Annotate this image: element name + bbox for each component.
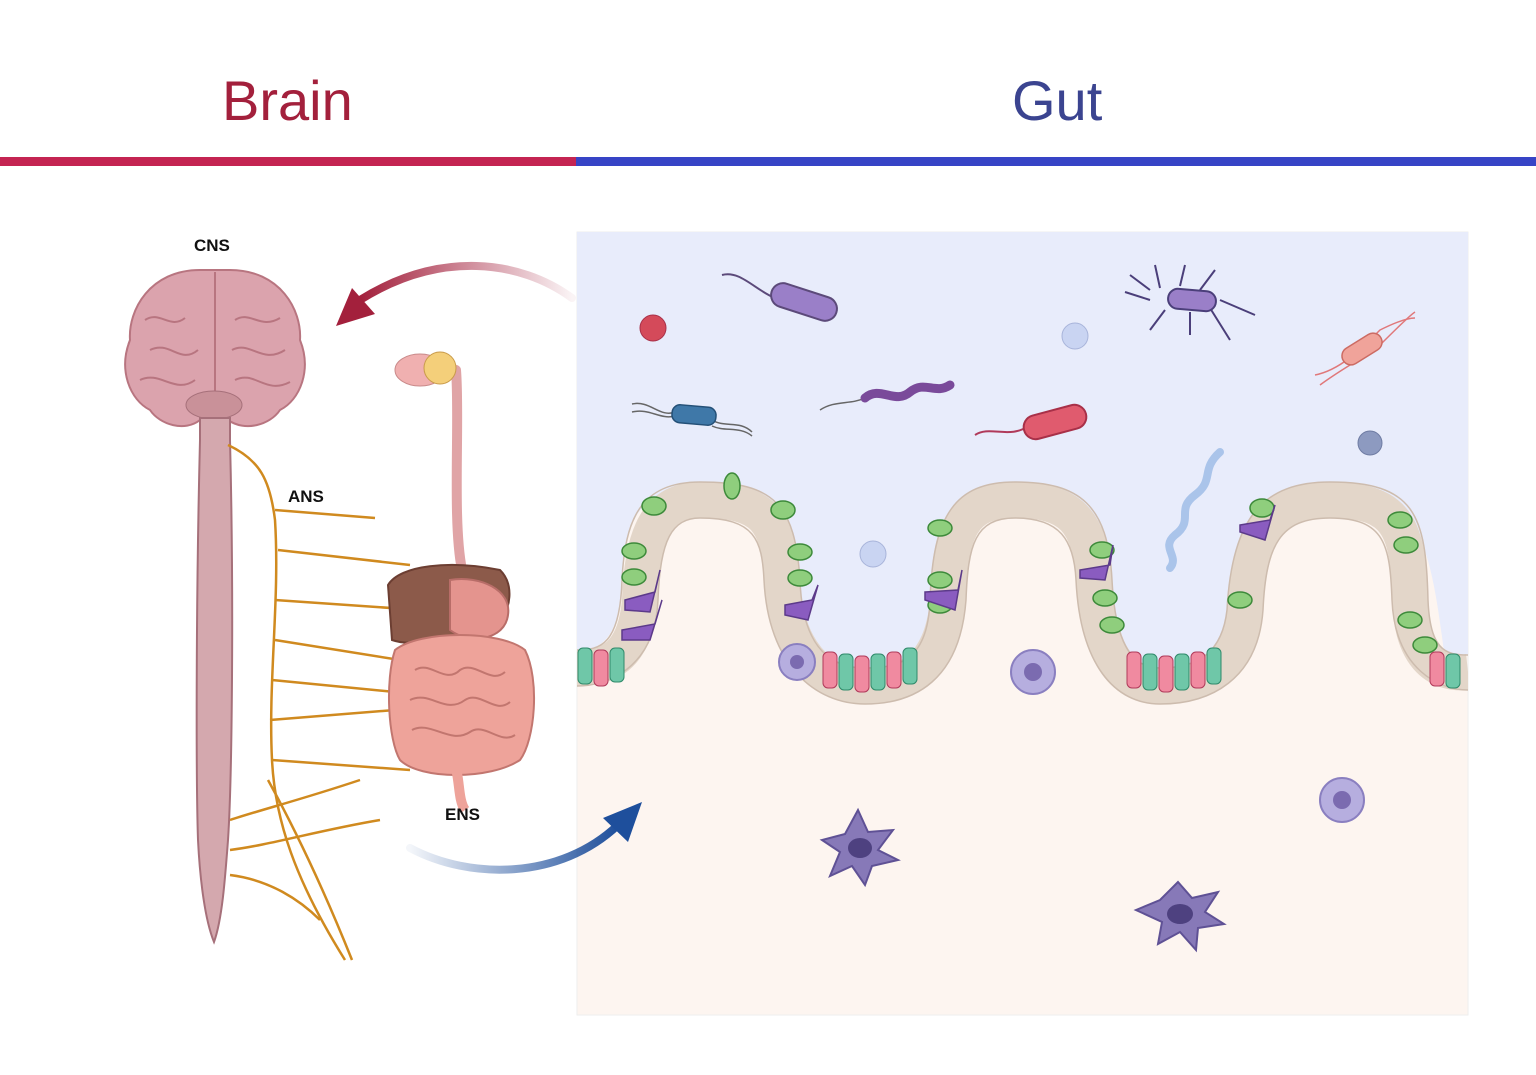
immune-cells <box>778 643 1365 953</box>
immune-cell-round-3 <box>778 643 816 681</box>
arrow-gut-to-brain <box>336 262 576 326</box>
brain-title: Brain <box>222 69 353 132</box>
gut-divider <box>576 157 1536 166</box>
ans-nerves <box>227 443 421 961</box>
bacterium-blue-rod <box>631 402 753 437</box>
cns-label: CNS <box>194 236 230 255</box>
bacteria <box>631 264 1416 572</box>
immune-cell-round-2 <box>1319 777 1365 823</box>
goblet-cells <box>621 472 1438 654</box>
particle-slate <box>1357 430 1383 456</box>
bacterium-spirillum <box>819 380 955 411</box>
arrow-brain-to-gut <box>406 802 642 874</box>
ens-label: ENS <box>445 805 480 824</box>
bacterium-flagellated <box>1124 264 1256 341</box>
brain-icon <box>124 269 306 428</box>
gut-title: Gut <box>1012 69 1103 132</box>
brain-divider <box>0 157 576 166</box>
gut-panel <box>576 231 1469 1016</box>
bacterium-red-rod <box>974 403 1088 441</box>
ans-label: ANS <box>288 487 324 506</box>
dendritic-cell-2 <box>1133 880 1227 953</box>
bacterium-spirochete <box>1165 448 1224 572</box>
bacterium-pink-rod <box>1314 311 1416 386</box>
enteroendocrine-cells <box>621 504 1276 641</box>
digestive-system-icon <box>386 351 535 813</box>
spinal-cord-icon <box>195 417 234 945</box>
epithelium <box>577 482 1468 704</box>
particle-light-2 <box>859 540 887 568</box>
dendritic-cell <box>819 807 901 888</box>
particle-light <box>1061 322 1089 350</box>
particle-red <box>639 314 667 342</box>
crypt-base-cells <box>577 647 1461 693</box>
bacterium-purple-rod <box>721 273 838 322</box>
immune-cell-round <box>1010 649 1056 695</box>
